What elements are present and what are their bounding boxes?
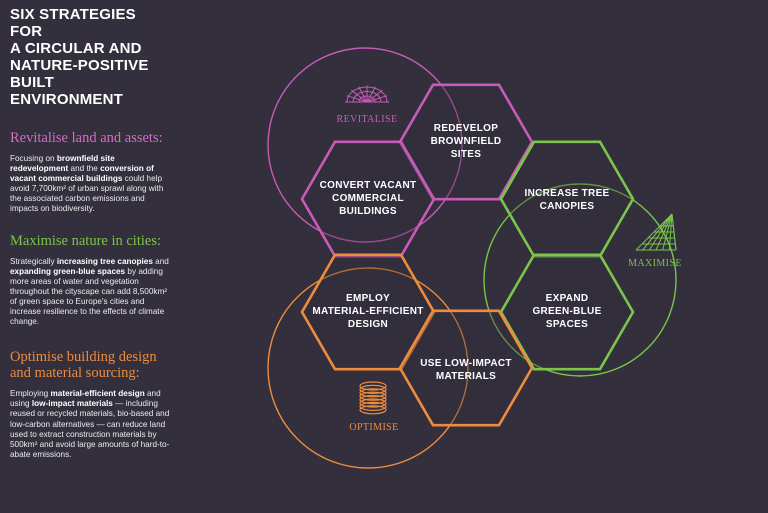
fan-arc-icon	[345, 85, 389, 103]
section-heading-maximise: Maximise nature in cities:	[10, 232, 162, 249]
hexagon-label-line: BUILDINGS	[339, 206, 397, 217]
section-revitalise: Revitalise land and assets: Focusing on …	[10, 130, 170, 215]
hexagon-label-line: USE LOW-IMPACT	[420, 358, 512, 369]
category-label-optimise: OPTIMISE	[349, 422, 398, 433]
hexagon-lowimpact: USE LOW-IMPACT MATERIALS	[398, 309, 534, 427]
hexagon-label-line: COMMERCIAL	[332, 193, 404, 204]
hexagon-label-line: MATERIALS	[436, 371, 496, 382]
section-body-maximise: Strategically increasing tree canopies a…	[10, 256, 169, 327]
hexagon-tree: INCREASE TREE CANOPIES	[499, 140, 635, 258]
section-maximise: Maximise nature in cities: Strategically…	[10, 233, 170, 328]
hexagon-label-line: DESIGN	[348, 319, 388, 330]
hexagon-label-line: CANOPIES	[540, 201, 595, 212]
coil-cylinder-icon	[359, 381, 387, 415]
hexagon-label-line: SITES	[451, 149, 481, 160]
hexagon-redevelop: REDEVELOP BROWNFIELD SITES	[398, 83, 534, 201]
hexagon-employ: EMPLOY MATERIAL-EFFICIENT DESIGN	[300, 253, 436, 371]
hexagon-outline	[398, 309, 534, 427]
section-heading-optimise: Optimise building design and material so…	[10, 349, 157, 382]
circle-optimise	[267, 267, 469, 469]
hexagon-label-line: MATERIAL-EFFICIENT	[312, 306, 423, 317]
hexagon-label-line: CONVERT VACANT	[320, 180, 417, 191]
section-heading-revitalise: Revitalise land and assets:	[10, 130, 163, 146]
hexagon-label-line: INCREASE TREE	[524, 188, 609, 199]
hexagon-convert: CONVERT VACANT COMMERCIAL BUILDINGS	[300, 140, 436, 258]
category-label-revitalise: REVITALISE	[337, 114, 398, 125]
hexagon-label-line: GREEN-BLUE	[532, 306, 601, 317]
hexagon-label-line: EMPLOY	[346, 293, 390, 304]
circle-revitalise	[267, 47, 463, 243]
sidebar: SIX STRATEGIES FOR A CIRCULAR AND NATURE…	[10, 6, 170, 474]
hexagon-label-line: EXPAND	[546, 293, 589, 304]
hexagon-label-line: SPACES	[546, 319, 588, 330]
hexagon-label-line: BROWNFIELD	[431, 136, 502, 147]
hexagon-label-line: REDEVELOP	[434, 123, 498, 134]
circle-maximise	[483, 183, 677, 377]
section-optimise: Optimise building design and material so…	[10, 349, 170, 460]
page-title: SIX STRATEGIES FOR A CIRCULAR AND NATURE…	[10, 6, 149, 108]
category-label-maximise: MAXIMISE	[628, 258, 682, 269]
section-body-revitalise: Focusing on brownfield site redevelopmen…	[10, 154, 164, 214]
triangle-mesh-icon	[635, 213, 677, 251]
section-body-optimise: Employing material-efficient design and …	[10, 389, 170, 459]
